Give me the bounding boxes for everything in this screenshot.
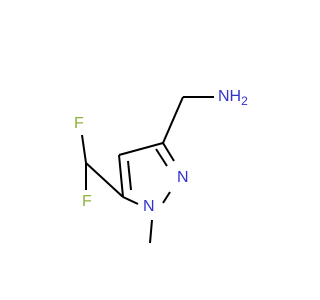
bond-c3-n2 — [162, 142, 175, 162]
molecule-structure: NH2 N N F F — [74, 88, 248, 244]
pyrazole-n2-label: N — [177, 169, 189, 186]
bond-n1-c5 — [122, 196, 139, 205]
pyrazole-n1-label: N — [143, 198, 155, 215]
fluorine-bottom-label: F — [82, 193, 92, 210]
bond-c4-c3 — [118, 142, 164, 156]
bond-n1-methyl — [149, 219, 153, 244]
bond-c3-n2-double — [155, 148, 168, 167]
bond-c3-ch2 — [162, 96, 184, 144]
fluorine-top-label: F — [74, 115, 84, 132]
amine-nh2-label: NH2 — [218, 88, 248, 108]
bond-n2-n1 — [162, 191, 171, 204]
bond-c4-c5-double — [127, 160, 132, 191]
bond-chf2-f-top — [81, 134, 87, 164]
bond-c4-c5 — [118, 154, 124, 198]
bond-c5-chf2 — [85, 162, 124, 198]
